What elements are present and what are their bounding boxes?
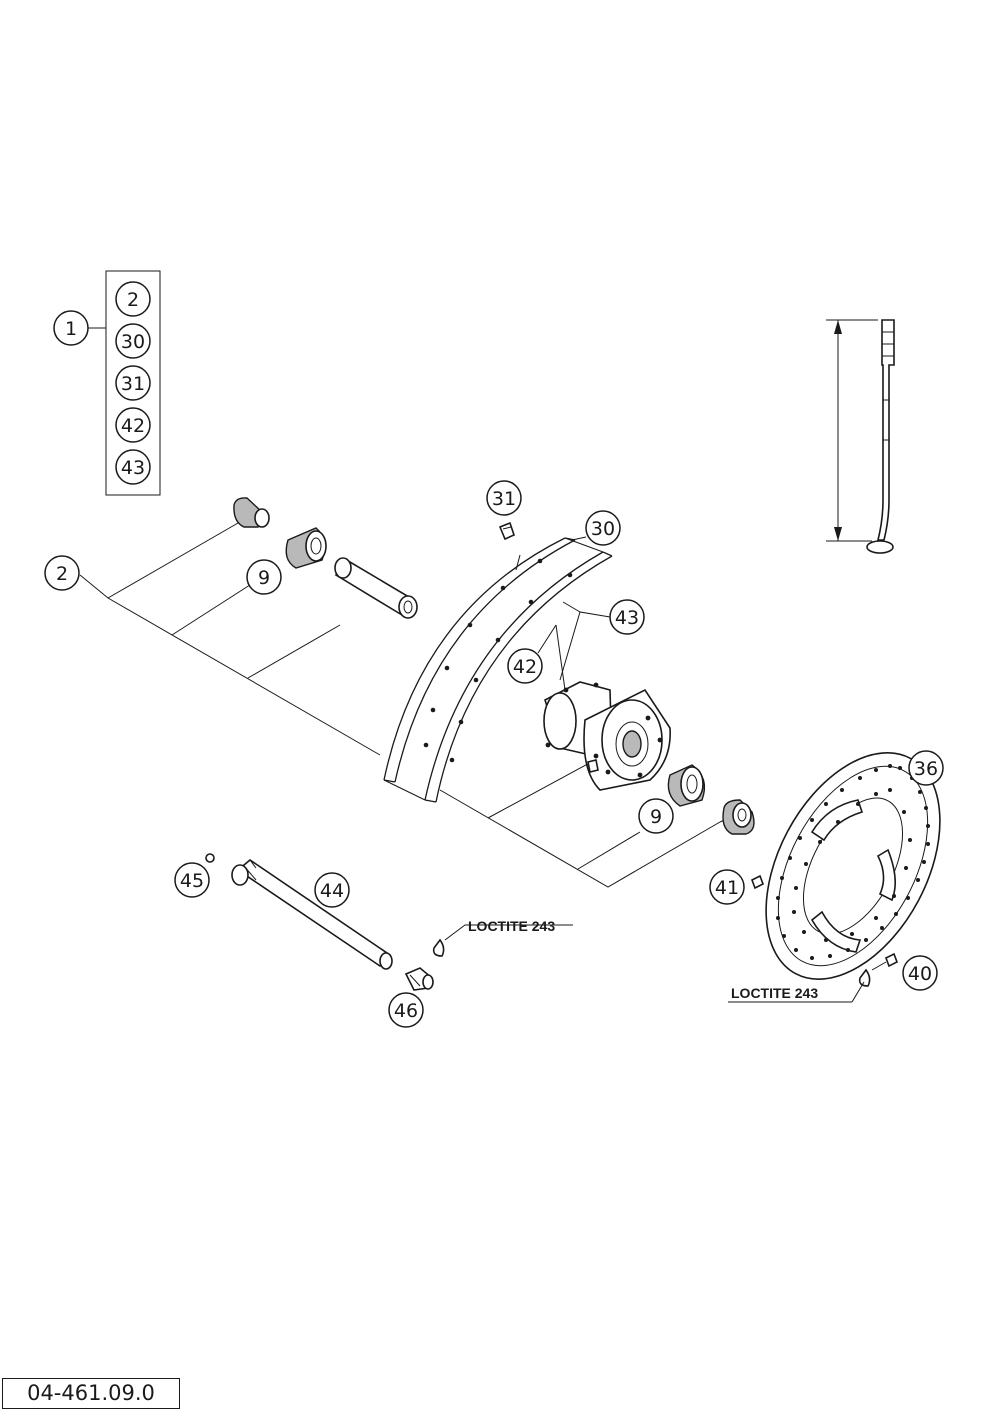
callout-bubble-30[interactable]: 30 bbox=[585, 510, 621, 546]
bearing-right bbox=[667, 764, 706, 807]
spacer-right bbox=[722, 799, 755, 835]
callout-bubble-9-right[interactable]: 9 bbox=[638, 798, 674, 834]
spacer-left bbox=[233, 497, 270, 528]
svg-text:40: 40 bbox=[908, 963, 932, 985]
callout-bubble-43[interactable]: 43 bbox=[609, 599, 645, 635]
callout-bubble-44[interactable]: 44 bbox=[314, 872, 350, 908]
kit-item-bubble[interactable]: 31 bbox=[115, 365, 151, 401]
spoke-shape bbox=[876, 319, 895, 541]
loctite-drop-disc bbox=[858, 968, 871, 987]
axis-leaders bbox=[79, 522, 736, 888]
svg-text:45: 45 bbox=[180, 870, 204, 892]
spoke-head bbox=[866, 540, 894, 554]
loctite-drop-axle bbox=[432, 924, 573, 957]
svg-text:31: 31 bbox=[121, 373, 145, 395]
svg-text:1: 1 bbox=[65, 318, 77, 340]
svg-text:2: 2 bbox=[127, 289, 139, 311]
svg-text:42: 42 bbox=[121, 415, 145, 437]
clamp-bolt bbox=[404, 967, 434, 991]
svg-text:30: 30 bbox=[121, 331, 145, 353]
svg-text:30: 30 bbox=[591, 518, 615, 540]
callout-bubble-2[interactable]: 2 bbox=[44, 555, 80, 591]
disc-nut bbox=[871, 952, 899, 971]
svg-text:9: 9 bbox=[650, 806, 662, 828]
callout-bubble-9-left[interactable]: 9 bbox=[246, 559, 282, 595]
spoke-detail bbox=[826, 319, 895, 554]
kit-item-bubble[interactable]: 42 bbox=[115, 407, 151, 443]
disc-bolt bbox=[750, 874, 765, 890]
kit-item-bubble[interactable]: 30 bbox=[115, 323, 151, 359]
loctite-note-disc: LOCTITE 243 bbox=[731, 985, 818, 1001]
svg-text:43: 43 bbox=[615, 607, 639, 629]
kit-label-bubble[interactable]: 1 bbox=[53, 310, 89, 346]
callout-bubble-36[interactable]: 36 bbox=[908, 750, 944, 786]
hub bbox=[543, 681, 671, 791]
svg-text:44: 44 bbox=[320, 880, 344, 902]
rim bbox=[383, 537, 613, 803]
kit-item-bubble[interactable]: 2 bbox=[115, 281, 151, 317]
kit-bracket-box bbox=[105, 270, 161, 496]
callout-bubble-45[interactable]: 45 bbox=[174, 862, 210, 898]
loctite-note-axle: LOCTITE 243 bbox=[468, 918, 555, 934]
svg-text:43: 43 bbox=[121, 457, 145, 479]
svg-text:46: 46 bbox=[394, 1000, 418, 1022]
svg-text:41: 41 bbox=[715, 877, 739, 899]
axle bbox=[231, 858, 393, 970]
callout-bubble-46[interactable]: 46 bbox=[388, 992, 424, 1028]
valve bbox=[498, 521, 515, 541]
callout-bubble-42[interactable]: 42 bbox=[507, 648, 543, 684]
kit-group: 1 2 30 31 42 43 bbox=[53, 270, 161, 496]
brake-disc bbox=[765, 752, 941, 980]
kit-item-bubble[interactable]: 43 bbox=[115, 449, 151, 485]
callout-bubble-41[interactable]: 41 bbox=[709, 869, 745, 905]
hub-tube bbox=[334, 557, 418, 619]
drawing-code: 04-461.09.0 bbox=[2, 1378, 180, 1409]
svg-text:42: 42 bbox=[513, 656, 537, 678]
callout-bubble-40[interactable]: 40 bbox=[902, 955, 938, 991]
svg-text:31: 31 bbox=[492, 488, 516, 510]
svg-text:2: 2 bbox=[56, 563, 68, 585]
svg-text:9: 9 bbox=[258, 567, 270, 589]
axle-nut bbox=[205, 853, 215, 863]
svg-text:36: 36 bbox=[914, 758, 938, 780]
disc-holes bbox=[776, 764, 930, 960]
callout-bubble-31[interactable]: 31 bbox=[486, 480, 522, 516]
bearing-left bbox=[285, 527, 327, 569]
